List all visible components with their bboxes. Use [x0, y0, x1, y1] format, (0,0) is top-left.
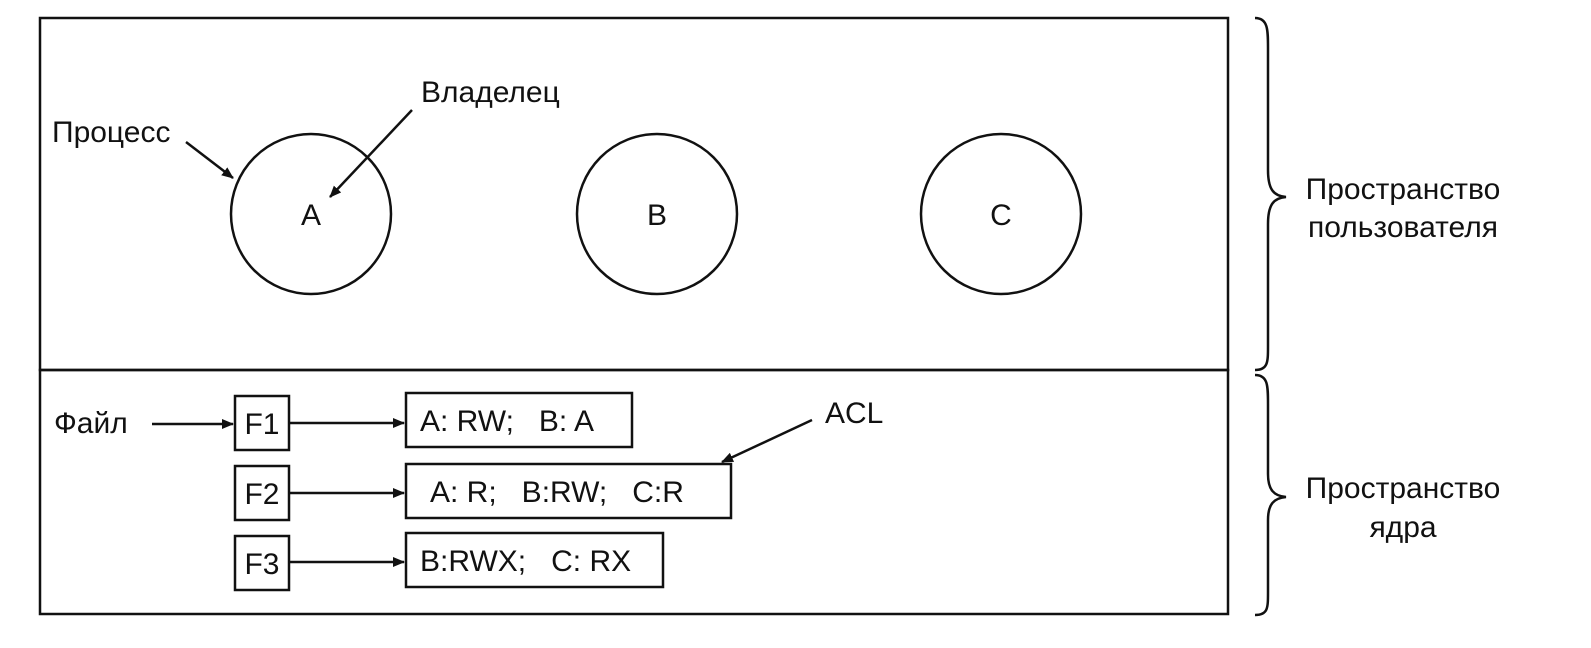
user-space-brace	[1254, 16, 1287, 372]
acl-box-f1	[404, 391, 634, 449]
kernel-space-region	[38, 368, 1230, 616]
process-circle-a	[229, 132, 393, 296]
acl-f2-text: A: R; B:RW; C:R	[430, 476, 684, 509]
file-f2-label: F2	[244, 478, 279, 511]
kernel-space-brace	[1254, 373, 1287, 617]
kernel-space-label-line1: Пространство	[1306, 472, 1501, 505]
acl-f1-text: A: RW; B: A	[420, 405, 594, 438]
process-circle-b	[575, 132, 739, 296]
file-label: Файл	[54, 407, 128, 440]
process-c-label: C	[990, 199, 1012, 232]
user-space-region	[38, 16, 1230, 372]
kernel-space-label-line2: ядра	[1369, 511, 1436, 544]
owner-callout-label: Владелец	[421, 76, 560, 109]
acl-callout-label: ACL	[825, 397, 883, 430]
process-callout-label: Процесс	[52, 116, 170, 149]
process-b-label: B	[647, 199, 667, 232]
process-circle-c	[919, 132, 1083, 296]
user-space-label-line1: Пространство	[1306, 173, 1501, 206]
acl-callout-arrow	[721, 418, 813, 464]
file-f3-label: F3	[244, 548, 279, 581]
user-space-label-line2: пользователя	[1308, 211, 1498, 244]
acl-box-f3	[404, 531, 665, 589]
process-callout-arrow	[185, 141, 234, 179]
acl-box-f2	[404, 462, 733, 520]
acl-f3-text: B:RWX; C: RX	[420, 545, 631, 578]
owner-callout-arrow	[329, 109, 413, 198]
file-f1-label: F1	[244, 408, 279, 441]
process-a-label: A	[301, 199, 321, 232]
